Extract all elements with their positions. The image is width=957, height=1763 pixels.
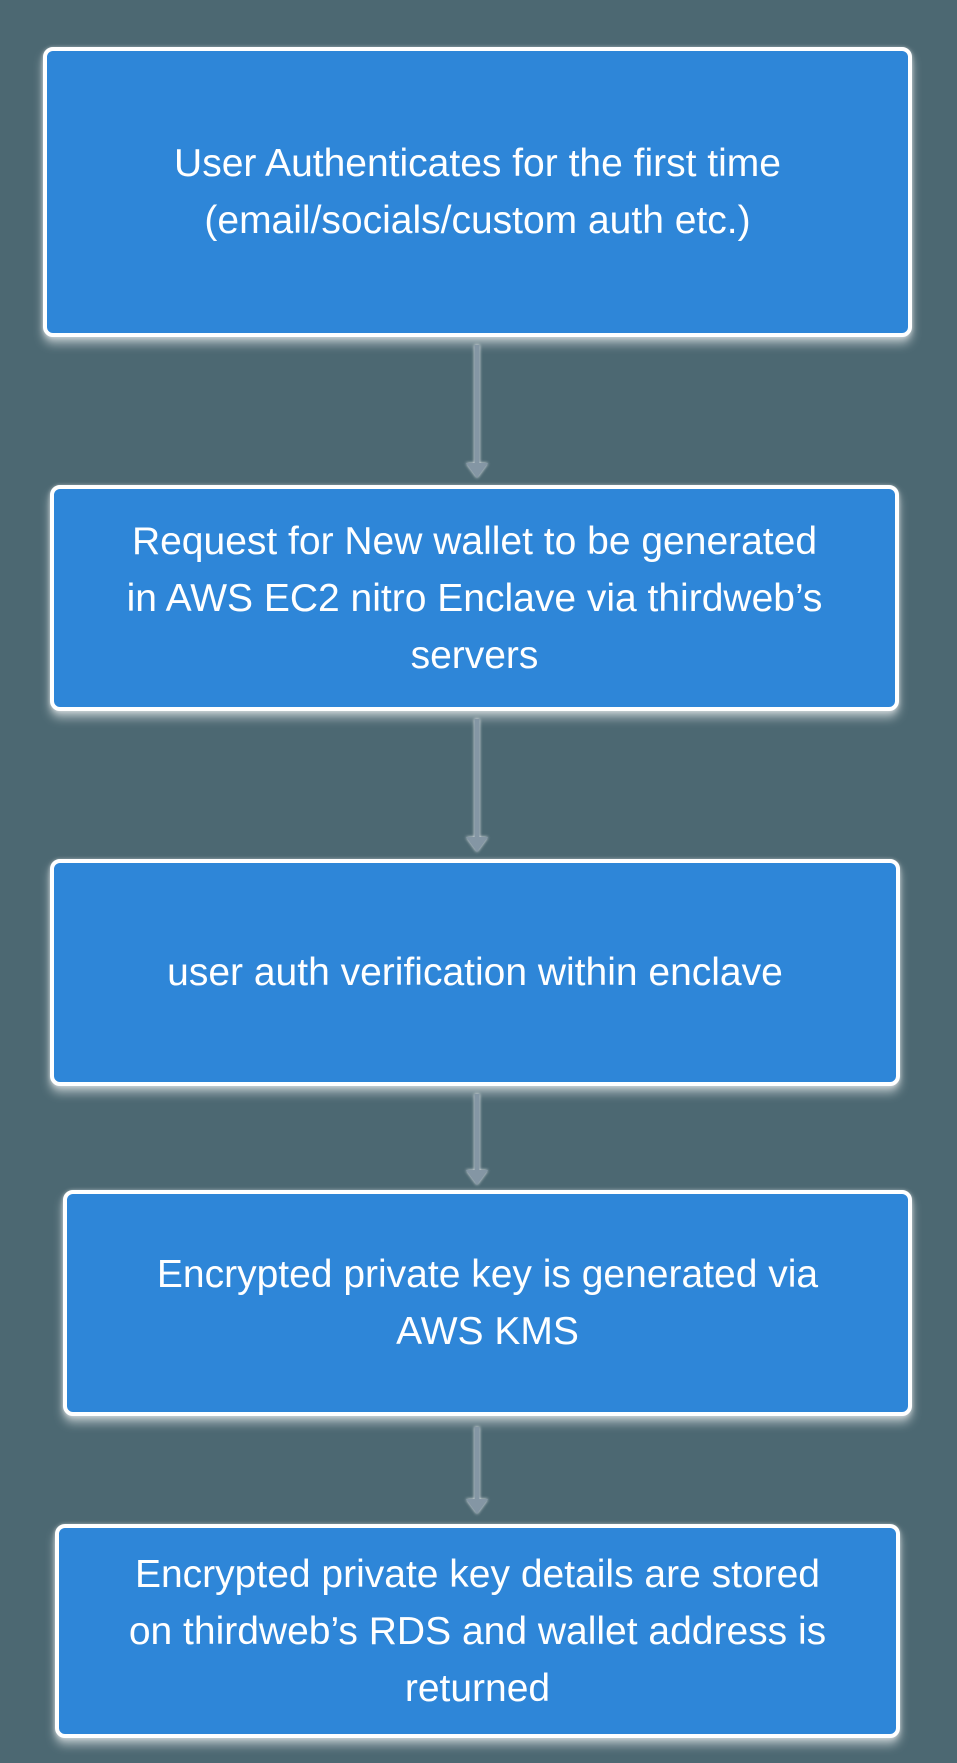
step-text-line: (email/socials/custom auth etc.) <box>204 199 751 242</box>
arrow-down-icon <box>465 345 489 478</box>
arrow-down-icon <box>465 1094 489 1185</box>
flow-step-user-authenticates: User Authenticates for the first time (e… <box>43 47 912 337</box>
step-text-line: AWS KMS <box>396 1310 579 1353</box>
arrow-head <box>466 837 488 852</box>
step-text-line: Encrypted private key details are stored <box>134 1552 820 1596</box>
flow-step-key-details-stored: Encrypted private key details are stored… <box>55 1524 900 1738</box>
step-text-line: Request for New wallet to be generated <box>131 519 818 563</box>
arrow-shaft <box>474 345 480 465</box>
step-text-line: on thirdweb’s RDS and wallet address is <box>128 1609 827 1653</box>
arrow-shaft <box>474 719 480 839</box>
flow-step-user-auth-verification: user auth verification within enclave <box>50 859 900 1086</box>
step-text-line: servers <box>410 633 539 677</box>
arrow-down-icon <box>465 1427 489 1514</box>
step-text-line: in AWS EC2 nitro Enclave via thirdweb’s <box>126 576 823 620</box>
step-text-line: User Authenticates for the first time <box>174 142 781 185</box>
step-text-line: Encrypted private key is generated via <box>156 1253 819 1296</box>
arrow-head <box>466 1170 488 1185</box>
arrow-down-icon <box>465 719 489 852</box>
step-text-line: user auth verification within enclave <box>167 951 783 994</box>
arrow-head <box>466 1499 488 1514</box>
flow-step-encrypted-key-generated: Encrypted private key is generated via A… <box>63 1190 912 1416</box>
arrow-head <box>466 463 488 478</box>
step-text-line: returned <box>404 1666 551 1710</box>
flow-step-request-new-wallet: Request for New wallet to be generated i… <box>50 485 899 711</box>
arrow-shaft <box>474 1427 480 1501</box>
arrow-shaft <box>474 1094 480 1172</box>
